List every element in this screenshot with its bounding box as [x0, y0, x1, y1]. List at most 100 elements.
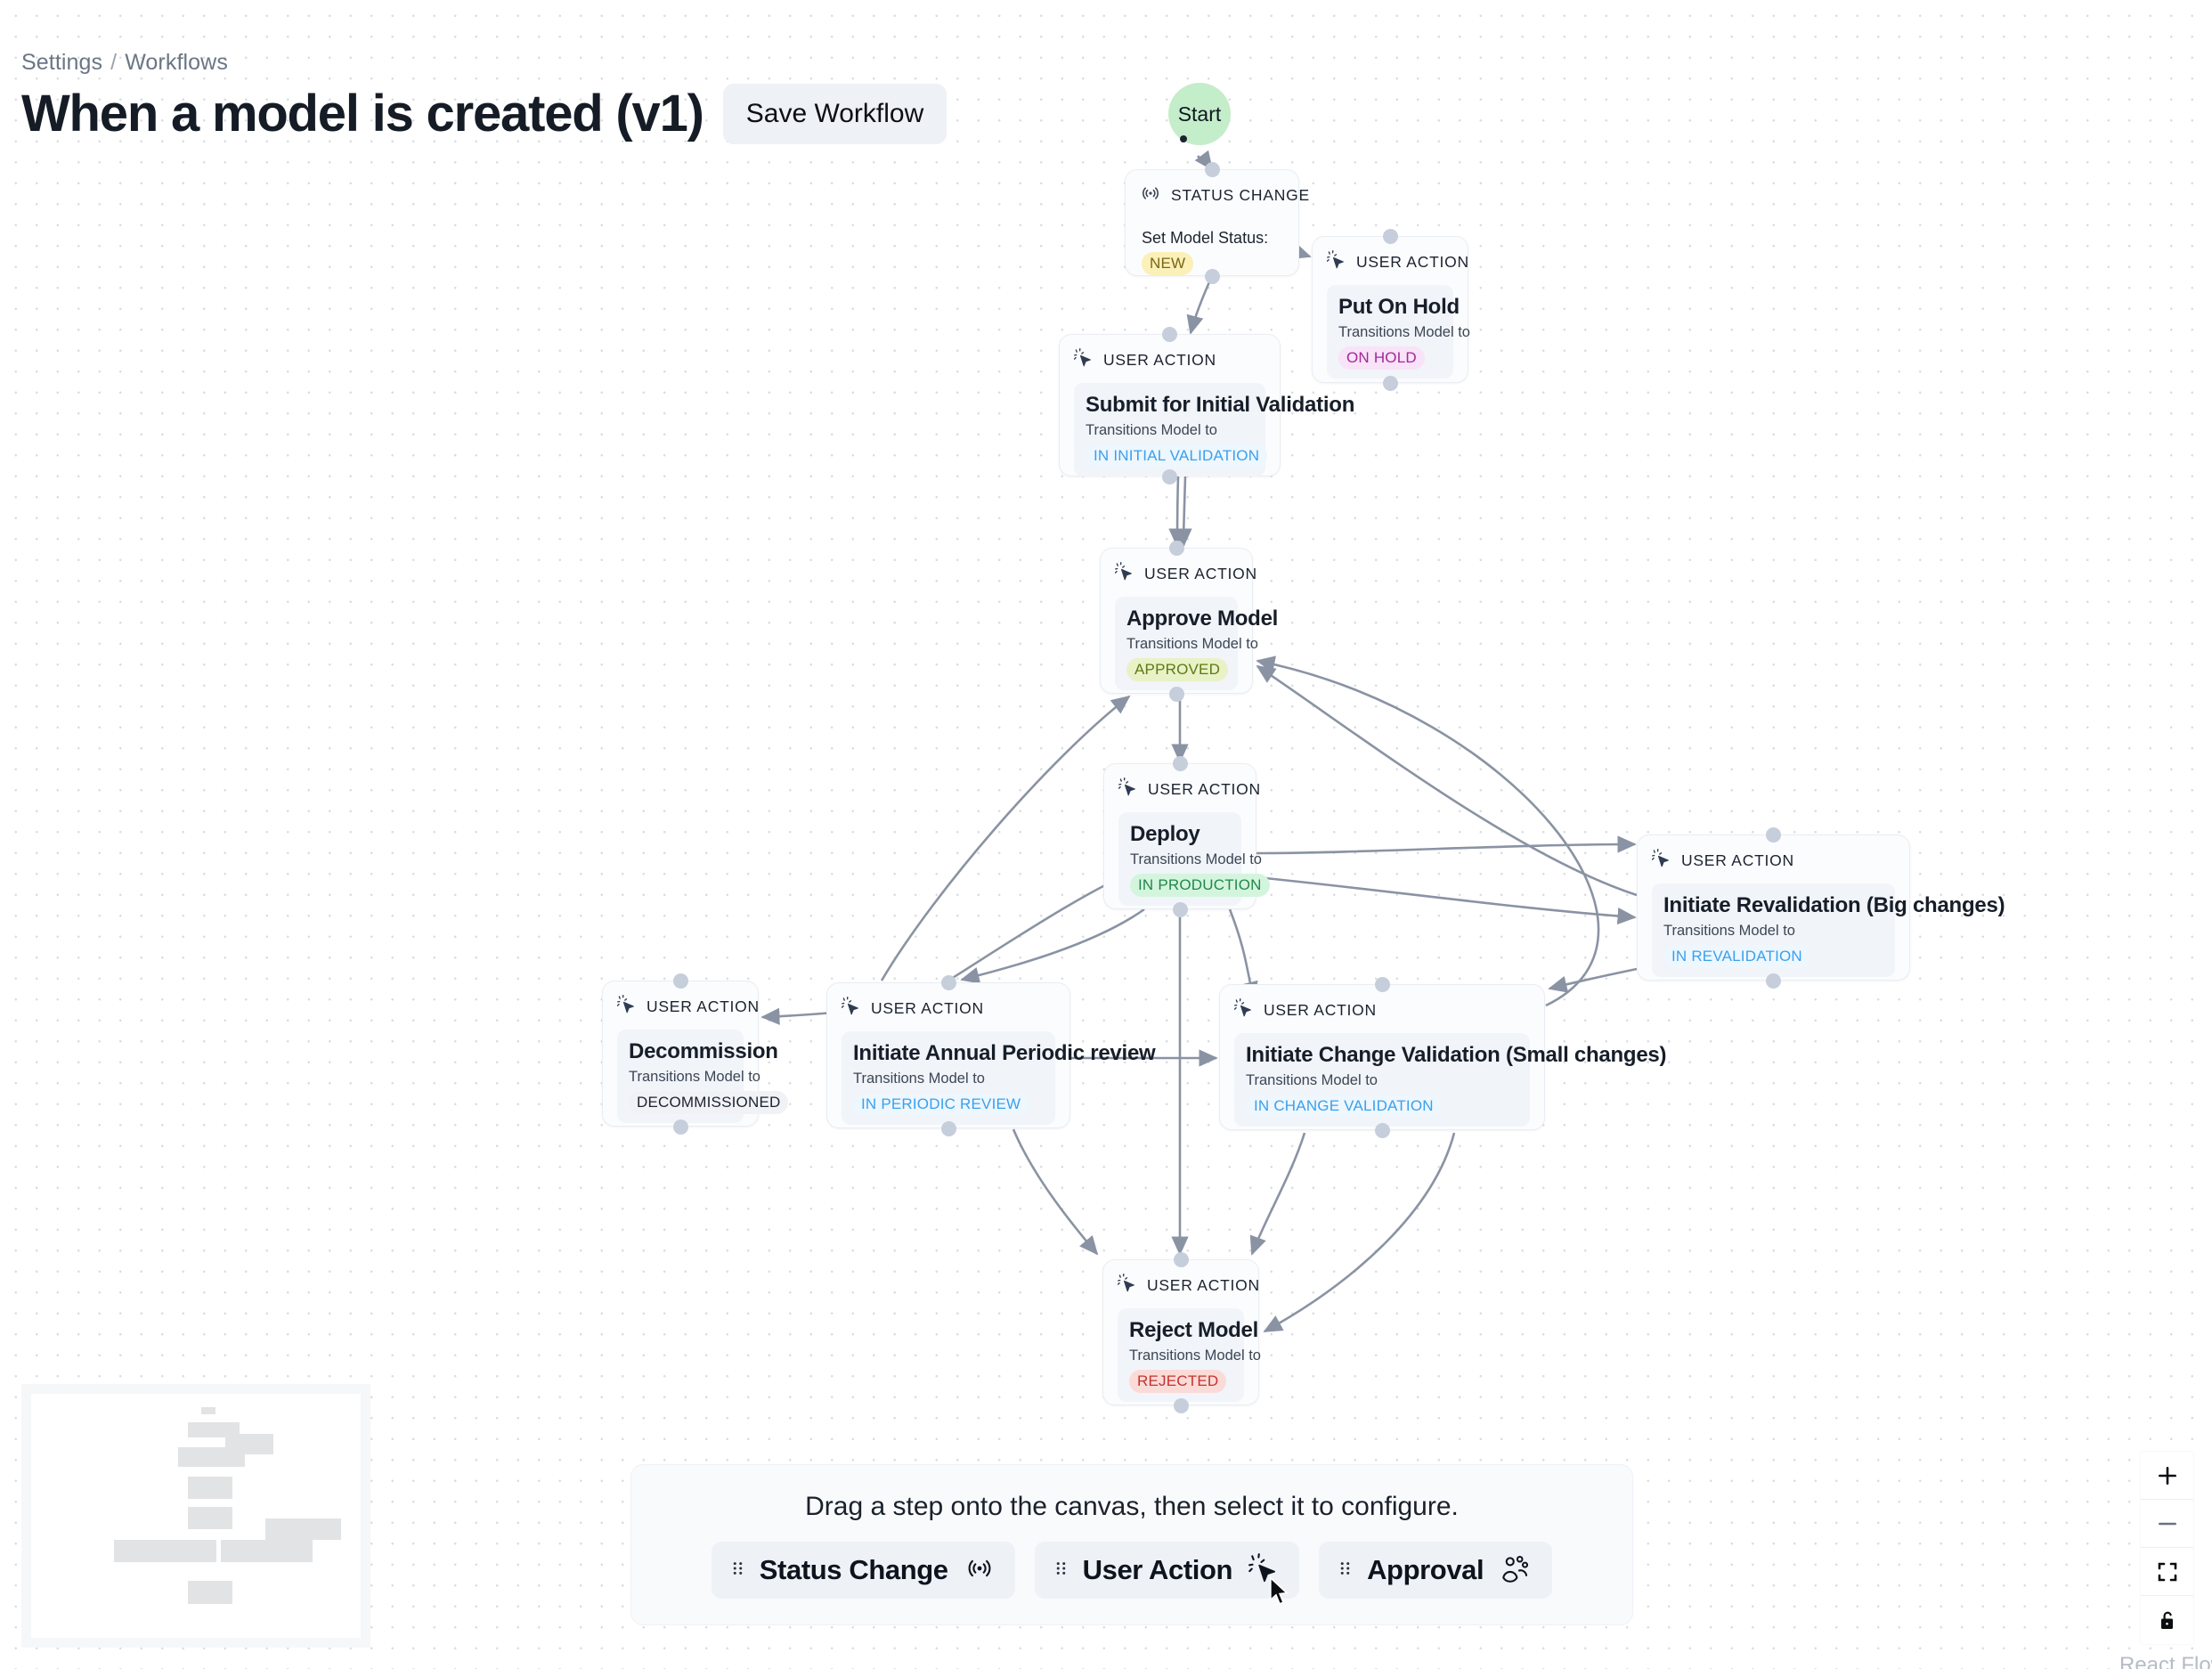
breadcrumb-settings[interactable]: Settings [21, 50, 103, 75]
fit-view-button[interactable] [2141, 1548, 2193, 1596]
node-kind-label: USER ACTION [1148, 779, 1261, 798]
drag-handle-icon[interactable] [1055, 1557, 1067, 1584]
node-put-on-hold[interactable]: USER ACTION Put On Hold Transitions Mode… [1312, 228, 1470, 391]
node-initiate-revalidation[interactable]: USER ACTION Initiate Revalidation (Big c… [1637, 826, 2005, 989]
node-title: Initiate Annual Periodic review [853, 1041, 1156, 1065]
node-submit-for-initial-validation[interactable]: USER ACTION Submit for Initial Validatio… [1059, 326, 1355, 484]
edge-annual-review-to-reject [1012, 1128, 1099, 1256]
minimap-node [187, 1421, 240, 1438]
status-badge: NEW [1142, 252, 1194, 275]
minimap-node [264, 1518, 341, 1541]
cursor-click-icon [1248, 1552, 1279, 1588]
minimap-node [177, 1447, 246, 1468]
page-header: Settings / Workflows When a model is creat… [21, 50, 947, 144]
status-badge: IN PERIODIC REVIEW [853, 1092, 1029, 1116]
palette-item-label: Approval [1367, 1554, 1484, 1585]
drag-handle-icon[interactable] [1339, 1557, 1351, 1584]
broadcast-icon [1140, 183, 1161, 208]
node-kind-label: STATUS CHANGE [1171, 185, 1310, 204]
node-kind-label: USER ACTION [1103, 350, 1216, 369]
edge-status-change-to-put-on-hold [1290, 242, 1312, 259]
node-caption: Transitions Model to [1338, 324, 1470, 340]
node-caption: Transitions Model to [629, 1069, 760, 1085]
cursor-click-icon [1073, 347, 1094, 372]
start-node[interactable]: Start [1168, 83, 1231, 145]
edge-submit-to-approve [1168, 476, 1186, 548]
minimap-panel[interactable] [21, 1384, 370, 1648]
node-approve-model[interactable]: USER ACTION Approve Model Transitions Mo… [1100, 540, 1279, 702]
breadcrumb-separator: / [110, 50, 118, 75]
status-badge: ON HOLD [1338, 346, 1425, 370]
palette-item-label: Status Change [759, 1554, 948, 1585]
node-title: Put On Hold [1338, 295, 1460, 319]
people-group-icon [1500, 1553, 1532, 1588]
node-kind-label: USER ACTION [871, 998, 984, 1017]
cursor-click-icon [1114, 561, 1134, 586]
edge-change-validation-to-approve [1256, 655, 1600, 1007]
breadcrumb: Settings / Workflows [21, 50, 947, 76]
status-badge: APPROVED [1126, 657, 1229, 681]
minimap-node [187, 1477, 232, 1500]
palette-item-user-action[interactable]: User Action [1034, 1542, 1300, 1599]
edge-submit-to-approve-2 [1175, 476, 1192, 548]
cursor-click-icon [1233, 997, 1254, 1022]
zoom-in-button[interactable] [2141, 1452, 2193, 1500]
node-title: Initiate Revalidation (Big changes) [1663, 893, 2005, 917]
edge-start-to-status-change [1194, 150, 1214, 171]
edge-deploy-to-annual-review [960, 908, 1145, 984]
node-kind-label: USER ACTION [1144, 564, 1257, 582]
palette-item-status-change[interactable]: Status Change [711, 1542, 1015, 1599]
node-title: Decommission [629, 1039, 778, 1063]
cursor-click-icon [1117, 1273, 1137, 1298]
save-workflow-button[interactable]: Save Workflow [722, 84, 947, 144]
node-title: Approve Model [1126, 607, 1279, 631]
palette-items: Status Change User [711, 1542, 1553, 1599]
node-initiate-annual-periodic-review[interactable]: USER ACTION Initiate Annual Periodic rev… [826, 974, 1156, 1136]
node-reject-model[interactable]: USER ACTION Reject Model Transitions Mod… [1102, 1251, 1261, 1413]
palette-item-approval[interactable]: Approval [1319, 1542, 1553, 1599]
broadcast-icon [964, 1553, 995, 1588]
minimap-node [220, 1540, 313, 1563]
node-caption: Transitions Model to [1663, 923, 1795, 939]
lock-toggle-button[interactable] [2141, 1596, 2193, 1644]
react-flow-attribution[interactable]: React Flow [2119, 1653, 2212, 1669]
palette-item-label: User Action [1082, 1554, 1233, 1585]
cursor-click-icon [1651, 848, 1671, 873]
status-badge: REJECTED [1129, 1369, 1227, 1393]
edge-revalidation-to-change-validation [1548, 967, 1638, 993]
start-node-handle-bottom[interactable] [1180, 135, 1187, 142]
node-kind-label: USER ACTION [647, 997, 760, 1015]
zoom-out-button[interactable] [2141, 1500, 2193, 1548]
status-badge: DECOMMISSIONED [629, 1090, 789, 1114]
edge-deploy-to-revalidation-2 [1256, 875, 1637, 925]
status-badge: IN REVALIDATION [1663, 944, 1810, 968]
node-initiate-change-validation[interactable]: USER ACTION Initiate Change Validation (… [1219, 976, 1667, 1138]
node-status-change[interactable]: STATUS CHANGE Set Model Status: NEW [1125, 161, 1309, 284]
node-decommission[interactable]: USER ACTION Decommission Transitions Mod… [602, 973, 789, 1135]
node-caption: Transitions Model to [1086, 422, 1217, 438]
node-title: Deploy [1130, 822, 1200, 846]
edge-annual-review-to-approve [880, 695, 1131, 981]
page-title: When a model is created (v1) [21, 84, 704, 142]
minimap-viewport[interactable] [31, 1394, 361, 1638]
minimap-node [187, 1507, 232, 1530]
zoom-controls [2141, 1452, 2193, 1644]
node-title: Initiate Change Validation (Small change… [1246, 1043, 1667, 1067]
minimap-node [149, 1540, 217, 1563]
edge-status-change-to-submit [1186, 275, 1214, 335]
node-kind-label: USER ACTION [1264, 1000, 1377, 1019]
breadcrumb-workflows[interactable]: Workflows [125, 50, 228, 75]
edge-change-validation-to-reject [1249, 1132, 1306, 1256]
drag-handle-icon[interactable] [732, 1557, 744, 1584]
cursor-click-icon [616, 994, 637, 1019]
step-palette-panel: Drag a step onto the canvas, then select… [630, 1464, 1633, 1625]
node-kind-label: USER ACTION [1147, 1275, 1260, 1294]
node-deploy[interactable]: USER ACTION Deploy Transitions Model to … [1103, 755, 1270, 917]
node-title: Reject Model [1129, 1318, 1259, 1342]
cursor-click-icon [1118, 777, 1138, 802]
status-badge: IN PRODUCTION [1130, 873, 1270, 897]
node-title: Submit for Initial Validation [1086, 393, 1355, 417]
node-caption: Transitions Model to [1126, 636, 1258, 652]
